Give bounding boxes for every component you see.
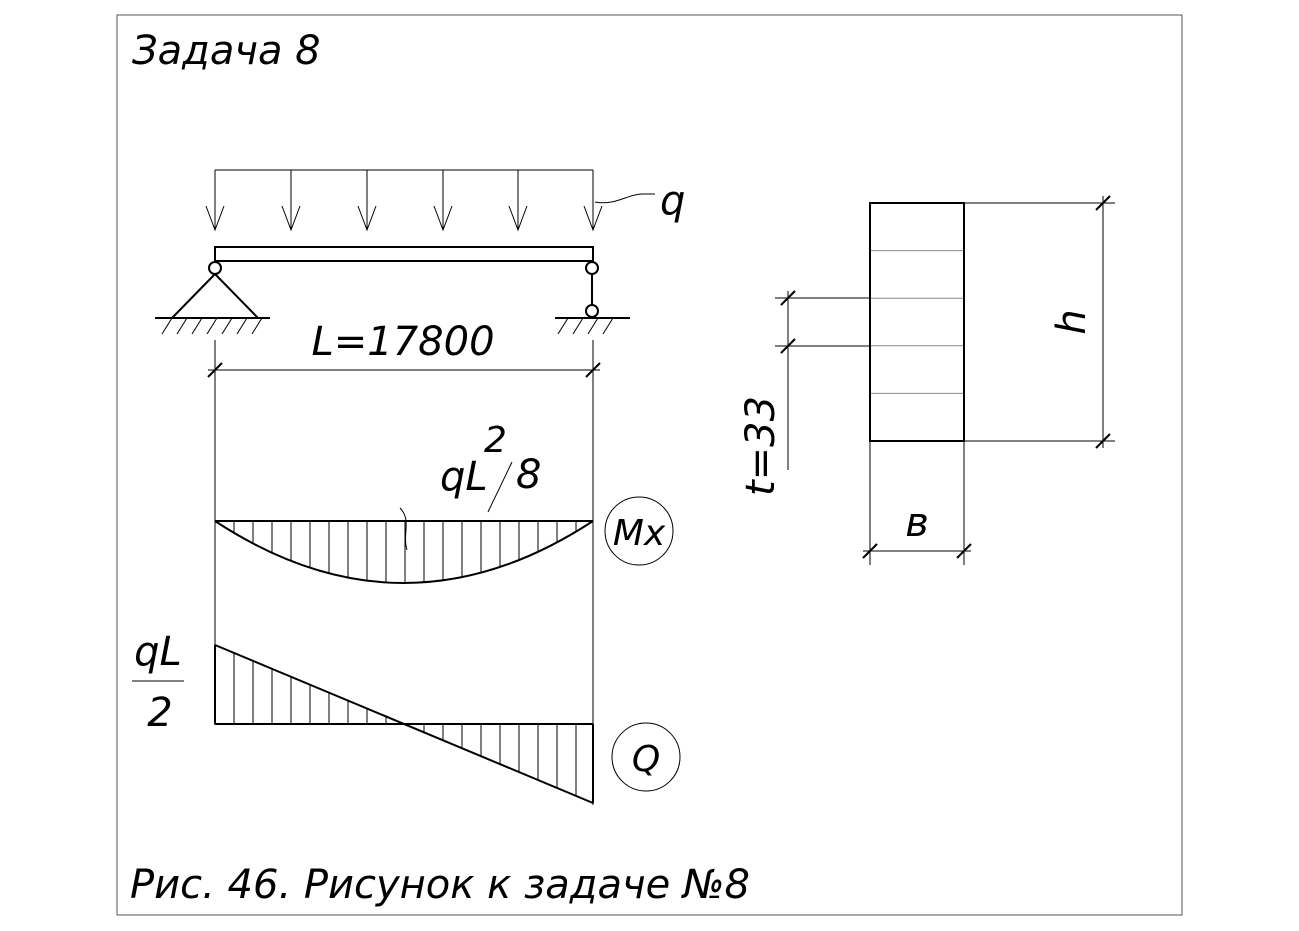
cross-section: h t=33 в xyxy=(738,195,1115,565)
height-label: h xyxy=(1049,309,1095,334)
span-tick-left xyxy=(207,362,223,378)
load-arrow xyxy=(281,170,301,232)
left-ground-hatch xyxy=(161,317,263,335)
load-label: q xyxy=(660,178,685,224)
load-arrow xyxy=(583,170,603,232)
moment-formula-exponent: 2 xyxy=(484,420,507,461)
load-arrow-head xyxy=(433,205,453,232)
ground-hatch-line xyxy=(191,317,203,335)
ground-hatch-line xyxy=(602,317,614,335)
span-tick-right xyxy=(585,362,601,378)
layer-label: t=33 xyxy=(738,396,784,496)
load-arrow-head xyxy=(583,205,603,232)
shear-hatch xyxy=(233,652,577,796)
ground-hatch-line xyxy=(251,317,263,335)
ground-hatch-line xyxy=(236,317,248,335)
ground-hatch-line xyxy=(176,317,188,335)
span-dimension: L=17800 xyxy=(207,319,601,805)
ground-hatch-line xyxy=(572,317,584,335)
load-arrow xyxy=(508,170,528,232)
shear-slope-line xyxy=(214,644,594,804)
distributed-load: q xyxy=(205,169,685,232)
ground-hatch-line xyxy=(221,317,233,335)
moment-diagram-label: Mx xyxy=(613,513,666,554)
shear-formula-denominator: 2 xyxy=(147,690,172,736)
ground-hatch-line xyxy=(557,317,569,335)
span-label: L=17800 xyxy=(311,319,494,365)
ground-hatch-line xyxy=(587,317,599,335)
load-arrow xyxy=(433,170,453,232)
load-arrow-head xyxy=(357,205,377,232)
section-outline xyxy=(869,202,965,442)
load-arrow xyxy=(357,170,377,232)
shear-diagram: qL 2 Q xyxy=(132,629,681,804)
figure-caption: Рис. 46. Рисунок к задаче №8 xyxy=(130,862,750,908)
moment-formula-denominator: 8 xyxy=(516,452,541,498)
shear-diagram-label: Q xyxy=(632,739,660,780)
moment-formula-numerator: qL xyxy=(440,454,488,500)
load-arrow-head xyxy=(281,205,301,232)
task-title: Задача 8 xyxy=(132,28,321,74)
left-pin xyxy=(208,261,222,275)
moment-formula-slash xyxy=(487,461,513,513)
height-tick-top xyxy=(1095,195,1111,211)
height-tick-bottom xyxy=(1095,433,1111,449)
beam xyxy=(214,246,594,262)
shear-label-circle xyxy=(611,722,681,792)
support-triangle xyxy=(169,273,261,319)
shear-formula-numerator: qL xyxy=(134,629,182,675)
layer-tick-bottom xyxy=(780,338,796,354)
ground-hatch-line xyxy=(206,317,218,335)
load-arrows xyxy=(205,170,603,232)
width-tick-left xyxy=(862,543,878,559)
ground-hatch-line xyxy=(161,317,173,335)
drawing-frame xyxy=(116,14,1183,916)
layer-tick-top xyxy=(780,290,796,306)
right-pin-bottom xyxy=(585,304,599,318)
moment-hatch xyxy=(233,521,577,583)
pinned-support xyxy=(155,261,270,335)
moment-parabola xyxy=(214,520,594,584)
section-layer-lines xyxy=(870,250,964,394)
load-arrow-head xyxy=(205,205,225,232)
moment-leader xyxy=(399,507,408,551)
moment-diagram: qL 2 8 Mx xyxy=(214,420,674,584)
width-label: в xyxy=(905,500,929,546)
moment-label-circle xyxy=(604,496,674,566)
load-leader xyxy=(594,193,655,204)
roller-support xyxy=(555,261,630,335)
width-tick-right xyxy=(956,543,972,559)
load-arrow xyxy=(205,170,225,232)
right-ground-hatch xyxy=(557,317,614,335)
load-arrow-head xyxy=(508,205,528,232)
right-pin-top xyxy=(585,261,599,275)
